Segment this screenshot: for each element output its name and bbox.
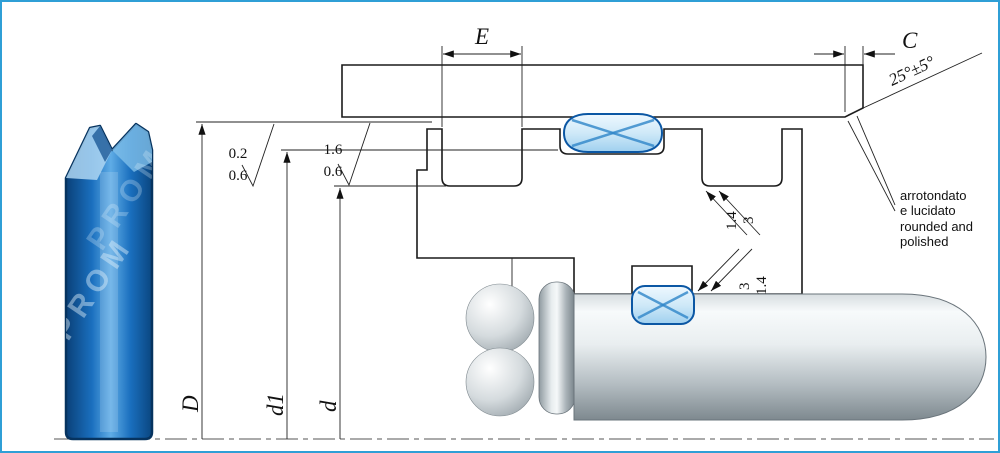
groove-dims-lower: 3 1.4: [697, 248, 770, 295]
seal-highlight: [100, 172, 118, 432]
spring-coil-ball-top: [465, 283, 535, 353]
dimension-chamfer-angle: 25°±5°: [847, 52, 983, 116]
groove-lower-a: 3: [737, 283, 753, 291]
dimension-d1: d1: [263, 149, 558, 439]
dim-d-label: d: [316, 400, 341, 412]
dimension-E: E: [441, 24, 523, 127]
note-line-1: arrotondato: [900, 188, 967, 203]
chamfer-angle-label: 25°±5°: [886, 52, 938, 90]
groove-upper-a: 1.4: [724, 211, 740, 230]
note-line-3: rounded and: [900, 219, 973, 234]
dim-c-label: C: [902, 28, 918, 53]
roughness-mark-right: 1.6 0.6: [324, 122, 371, 187]
roughness-left-top: 0.2: [229, 146, 248, 162]
rod-seal: [631, 285, 695, 325]
note-line-2: e lucidato: [900, 203, 956, 218]
piston-seal-cross-line: [571, 118, 655, 148]
groove-upper-b: 3: [741, 217, 757, 225]
cylinder-bore-section: [341, 64, 864, 118]
rod-seal-cross-line: [637, 290, 689, 320]
groove-dims-upper: 1.4 3: [705, 190, 761, 236]
piston-rod: [573, 293, 987, 421]
dimension-d: d: [316, 185, 446, 439]
dim-d1-label: d1: [263, 393, 288, 416]
seal-3d-illustration: PROM PROM: [64, 122, 154, 441]
chamfer-note: arrotondato e lucidato rounded and polis…: [847, 115, 973, 249]
piston-seal: [562, 113, 664, 153]
seal-lip-notch: [92, 126, 112, 162]
groove-lower-b: 1.4: [754, 276, 770, 295]
dim-D-label: D: [178, 395, 203, 413]
seal-top-face-right: [112, 124, 152, 172]
guide-bushing: [538, 281, 576, 415]
dimension-C: C: [814, 28, 918, 112]
note-line-4: polished: [900, 234, 948, 249]
spring-coil-ball-bottom: [465, 347, 535, 417]
roughness-left-bottom: 0.6: [229, 168, 248, 184]
dim-e-label: E: [474, 24, 489, 49]
rod-assembly-render: [465, 281, 987, 421]
dimension-D: D: [178, 121, 432, 439]
roughness-right-bottom: 0.6: [324, 164, 343, 180]
piston-section: [416, 128, 803, 295]
roughness-mark-left: 0.2 0.6: [229, 123, 275, 188]
